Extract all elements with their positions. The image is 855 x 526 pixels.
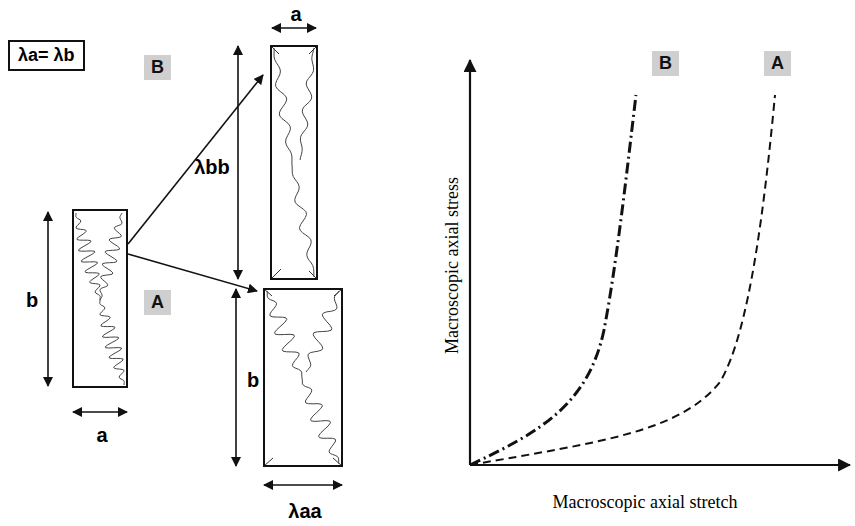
- dimension-label: a: [290, 3, 301, 26]
- chain-stroke: [274, 48, 292, 165]
- specimen-box: bλaa: [263, 288, 343, 467]
- dimension-label: λaa: [288, 500, 321, 523]
- branch-label: B: [144, 55, 171, 80]
- condition-text: λa= λb: [18, 45, 75, 65]
- polymer-chains: [76, 48, 339, 464]
- curve-label: B: [652, 51, 679, 76]
- axis-title: Macroscopic axial stretch: [553, 492, 738, 513]
- chain-stroke: [306, 291, 339, 372]
- condition-box: λa= λb: [8, 40, 85, 71]
- dimension-label: λbb: [194, 156, 230, 179]
- chain-stroke: [100, 213, 122, 300]
- chain-stroke: [302, 378, 339, 464]
- chart-axes: [470, 60, 850, 465]
- dimension-label: b: [26, 289, 38, 312]
- branch-label: A: [144, 290, 171, 315]
- dimension-label: a: [96, 424, 107, 447]
- connectors: [128, 75, 263, 291]
- curve-b: [470, 95, 636, 465]
- dimension-label: b: [247, 369, 259, 392]
- chain-stroke: [300, 48, 314, 160]
- dimension-lines: [48, 28, 342, 485]
- specimen-box: ba: [72, 209, 128, 388]
- specimen-box: aλbb: [270, 45, 318, 280]
- chain-stroke: [100, 300, 124, 385]
- chain-stroke: [267, 291, 302, 378]
- axis-title: Macroscopic axial stress: [441, 177, 462, 354]
- connector-arrow: [128, 254, 257, 291]
- chain-stroke: [76, 213, 100, 300]
- curve-a: [470, 95, 775, 465]
- curve-label: A: [764, 51, 791, 76]
- corner-links: [264, 46, 342, 466]
- connector-arrow: [128, 75, 263, 244]
- chain-stroke: [292, 165, 314, 277]
